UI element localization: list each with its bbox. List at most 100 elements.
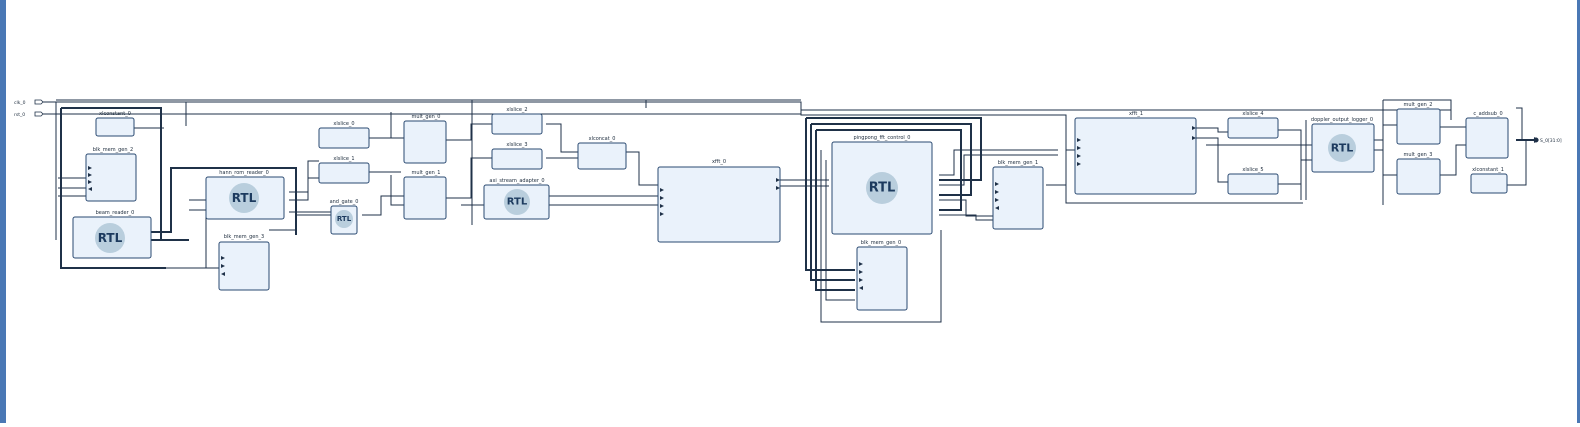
pingpong-mem1b-wire[interactable]	[939, 199, 993, 221]
mem0-loop-wire[interactable]	[820, 150, 942, 323]
rtl-icon	[1328, 134, 1356, 162]
block-axi-stream-adapter-0-label: axi_stream_adapter_0	[489, 178, 544, 184]
out-wire[interactable]	[1516, 107, 1531, 141]
block-xfft-0-label: xfft_0	[712, 159, 726, 165]
rtl-badge: RTL	[869, 181, 896, 196]
block-blk-mem-gen-0[interactable]: blk_mem_gen_0	[856, 240, 908, 311]
fft0-pingpong-wire[interactable]	[780, 179, 829, 187]
pingpong-mem0-wire[interactable]	[805, 118, 855, 291]
pingpong-bus-wire[interactable]	[806, 117, 982, 211]
port-out[interactable]: S_0[31:0]	[1533, 137, 1562, 144]
block-blk-mem-gen-2-label: blk_mem_gen_2	[93, 147, 133, 153]
block-xfft-1[interactable]: xfft_1	[1074, 111, 1197, 195]
rtl-badge: RTL	[98, 231, 123, 245]
block-mult-gen-0[interactable]: mult_gen_0	[403, 114, 447, 164]
mem1-fft1-wire[interactable]	[1046, 149, 1075, 186]
block-xlconstant-1[interactable]: xlconstant_1	[1470, 167, 1508, 194]
block-blk-mem-gen-1[interactable]: blk_mem_gen_1	[992, 160, 1044, 230]
top-bus2-wire[interactable]	[471, 100, 1451, 225]
rtl-icon	[229, 183, 259, 213]
logger-bus-wire[interactable]	[1206, 120, 1307, 200]
logger-mult-wire[interactable]	[1374, 124, 1397, 176]
block-c-addsub-0-label: c_addsub_0	[1473, 111, 1502, 117]
port-rst-label: rst_0	[14, 112, 25, 118]
block-and-gate-0-label: and_gate_0	[330, 199, 359, 205]
block-mult-gen-3[interactable]: mult_gen_3	[1396, 152, 1441, 195]
block-xlslice-1[interactable]: xlslice_1	[318, 156, 370, 184]
block-blk-mem-gen-0-pins	[859, 262, 863, 290]
pingpong-mem1-wire[interactable]	[939, 149, 1058, 186]
port-out-label: S_0[31:0]	[1540, 138, 1562, 144]
block-mult-gen-0-label: mult_gen_0	[412, 114, 441, 120]
rtl-icon	[866, 172, 898, 204]
adapter-fft-wire[interactable]	[461, 195, 658, 206]
rtl-badge: RTL	[337, 215, 352, 223]
block-xlconstant-1-label: xlconstant_1	[1472, 167, 1504, 173]
block-xlconcat-0[interactable]: xlconcat_0	[577, 136, 627, 170]
port-rst-icon	[34, 111, 44, 117]
port-rst[interactable]: rst_0	[14, 111, 44, 118]
block-hann-rom-reader-0-label: hann_rom_reader_0	[219, 170, 269, 176]
block-xfft-0[interactable]: xfft_0	[657, 159, 781, 243]
block-blk-mem-gen-3-label: blk_mem_gen_3	[224, 234, 264, 240]
block-blk-mem-gen-3-pins	[221, 256, 225, 276]
block-xlslice-3-label: xlslice_3	[506, 142, 527, 148]
hann-slice-wire[interactable]	[289, 160, 331, 213]
rtl-icon	[95, 223, 125, 253]
block-xlslice-5[interactable]: xlslice_5	[1227, 167, 1279, 195]
port-clk[interactable]: clk_0	[14, 99, 44, 106]
block-xlconcat-0-label: xlconcat_0	[589, 136, 616, 142]
block-blk-mem-gen-2[interactable]: blk_mem_gen_2	[85, 147, 137, 202]
rtl-badge: RTL	[232, 191, 257, 205]
block-xlslice-2[interactable]: xlslice_2	[491, 107, 543, 135]
block-xlslice-0-label: xlslice_0	[333, 121, 354, 127]
block-blk-mem-gen-1-label: blk_mem_gen_1	[998, 160, 1038, 166]
block-axi-stream-adapter-0[interactable]: axi_stream_adapter_0 RTL	[483, 178, 550, 220]
block-doppler-output-logger-0[interactable]: doppler_output_logger_0 RTL	[1311, 117, 1375, 173]
block-pingpong-fft-control-0[interactable]: pingpong_fft_control_0 RTL	[831, 135, 933, 235]
fft1-slice-wire[interactable]	[1196, 127, 1228, 183]
rtl-badge: RTL	[507, 197, 528, 208]
block-mult-gen-3-label: mult_gen_3	[1404, 152, 1433, 158]
block-xlslice-5-label: xlslice_5	[1242, 167, 1263, 173]
block-mult-gen-2-label: mult_gen_2	[1404, 102, 1433, 108]
slice-concat-wire[interactable]	[546, 123, 578, 159]
mult-slice-wire[interactable]	[446, 123, 492, 199]
block-xlslice-0[interactable]: xlslice_0	[318, 121, 370, 149]
slice-logger-wire[interactable]	[1278, 129, 1312, 185]
window-frame-left	[0, 0, 6, 423]
block-beam-reader-0-label: beam_reader_0	[96, 210, 135, 216]
block-xlslice-4[interactable]: xlslice_4	[1227, 111, 1279, 139]
block-doppler-output-logger-0-label: doppler_output_logger_0	[1311, 117, 1373, 123]
beam-hann-wire[interactable]	[151, 167, 297, 241]
block-mult-gen-2[interactable]: mult_gen_2	[1396, 102, 1441, 145]
window-frame-right	[1577, 0, 1580, 423]
block-c-addsub-0[interactable]: c_addsub_0	[1465, 111, 1509, 159]
port-clk-icon	[34, 99, 44, 105]
block-blk-mem-gen-2-pins	[88, 166, 92, 191]
block-diagram-svg: clk_0 rst_0 S_0[31:0] xlconstant_0 blk_m…	[14, 99, 1562, 323]
concat-fft-wire[interactable]	[626, 151, 658, 186]
port-clk-label: clk_0	[14, 100, 26, 106]
block-and-gate-0[interactable]: and_gate_0 RTL	[330, 199, 359, 235]
block-beam-reader-0[interactable]: beam_reader_0 RTL	[72, 210, 152, 259]
mult-in-wire[interactable]	[390, 112, 404, 206]
mem2-wire[interactable]	[58, 127, 164, 197]
block-xlslice-3[interactable]: xlslice_3	[491, 142, 543, 170]
block-xlslice-4-label: xlslice_4	[1242, 111, 1263, 117]
block-diagram-canvas[interactable]: clk_0 rst_0 S_0[31:0] xlconstant_0 blk_m…	[6, 0, 1577, 423]
block-hann-rom-reader-0[interactable]: hann_rom_reader_0 RTL	[205, 170, 285, 220]
rtl-icon	[335, 210, 353, 228]
block-xfft-1-label: xfft_1	[1129, 111, 1143, 117]
block-blk-mem-gen-3[interactable]: blk_mem_gen_3	[218, 234, 270, 291]
block-xlconstant-0[interactable]: xlconstant_0	[95, 111, 135, 137]
rtl-icon	[504, 189, 530, 215]
block-blk-mem-gen-0-label: blk_mem_gen_0	[861, 240, 901, 246]
wires	[42, 99, 1534, 323]
and-wire[interactable]	[269, 214, 331, 231]
block-mult-gen-1[interactable]: mult_gen_1	[403, 170, 447, 220]
mult-add-wire[interactable]	[1440, 126, 1466, 176]
top-bus-wire[interactable]	[56, 99, 801, 108]
block-blk-mem-gen-1-pins	[995, 182, 999, 210]
port-out-dot	[1533, 137, 1539, 143]
